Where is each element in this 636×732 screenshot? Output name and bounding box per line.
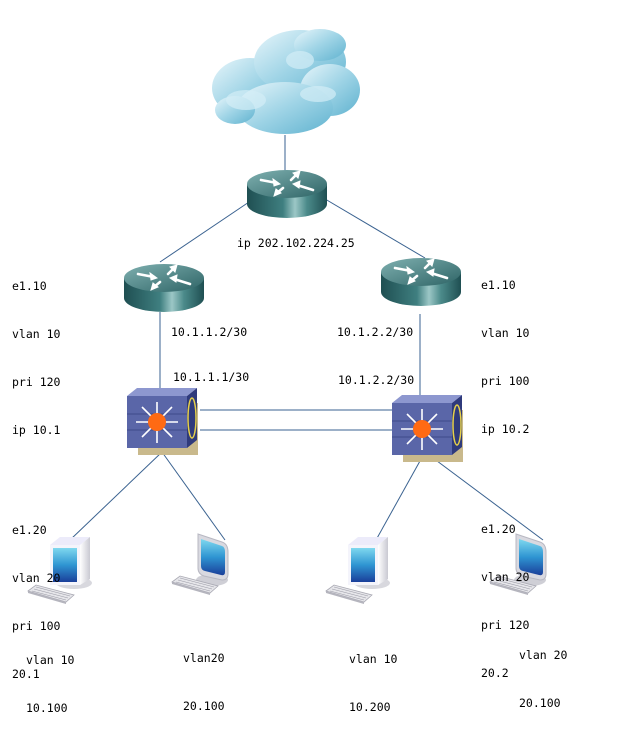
pc3-ip: 10.200 xyxy=(349,700,391,714)
link-switch-left-pc1 xyxy=(69,451,163,541)
pc3-label: vlan 10 10.200 xyxy=(349,619,397,731)
pc2-label: vlan20 20.100 xyxy=(183,618,225,730)
config-left-line: ip 10.1 xyxy=(12,423,61,437)
router-right-uplink-label: 10.1.2.2/30 xyxy=(337,325,414,339)
config-left-line: vlan 10 xyxy=(12,327,61,341)
config-right-line: pri 100 xyxy=(481,374,530,388)
config-left-line: vlan 20 xyxy=(12,571,61,585)
network-diagram xyxy=(0,29,636,654)
config-left-line: e1.20 xyxy=(12,523,47,537)
pc2-ip: 20.100 xyxy=(183,699,225,713)
switch-left-uplink-label: 10.1.1.1/30 xyxy=(173,370,250,384)
switch-left-icon[interactable] xyxy=(126,387,199,456)
config-right-line: e1.10 xyxy=(481,278,516,292)
pc4-label: vlan 20 20.100 xyxy=(519,615,567,727)
config-right-line: ip 10.2 xyxy=(481,422,530,436)
config-left-line: e1.10 xyxy=(12,279,47,293)
config-right-line: vlan 20 xyxy=(481,570,530,584)
router-left-uplink-label: 10.1.1.2/30 xyxy=(171,325,248,339)
switch-right-icon[interactable] xyxy=(391,394,464,463)
switch-right-uplink-label: 10.1.2.2/30 xyxy=(338,373,415,387)
pc3-vlan: vlan 10 xyxy=(349,652,398,666)
pc1-label: vlan 10 10.100 xyxy=(26,620,74,732)
link-switch-right-pc4 xyxy=(424,451,544,541)
internet-cloud-icon xyxy=(212,29,360,134)
link-switch-left-pc2 xyxy=(161,451,226,541)
pc2-vlan: vlan20 xyxy=(183,651,225,665)
config-left-line: pri 100 xyxy=(12,619,61,633)
config-right-line: e1.20 xyxy=(481,522,516,536)
link-core-router-left xyxy=(159,199,253,263)
config-left-line: pri 120 xyxy=(12,375,61,389)
pc3-icon[interactable] xyxy=(326,537,390,604)
pc4-vlan: vlan 20 xyxy=(519,648,568,662)
router-right-icon[interactable] xyxy=(379,256,463,308)
config-right-line: pri 120 xyxy=(481,618,530,632)
pc2-icon[interactable] xyxy=(172,534,228,595)
core-router-ip-label: ip 202.102.224.25 xyxy=(237,236,355,250)
link-core-router-right xyxy=(319,195,426,259)
pc1-vlan: vlan 10 xyxy=(26,653,75,667)
pc4-ip: 20.100 xyxy=(519,696,561,710)
pc1-ip: 10.100 xyxy=(26,701,68,715)
core-router-icon[interactable] xyxy=(245,168,329,220)
router-left-icon[interactable] xyxy=(122,262,206,314)
config-right-line: vlan 10 xyxy=(481,326,530,340)
link-switch-right-pc3 xyxy=(375,451,426,541)
